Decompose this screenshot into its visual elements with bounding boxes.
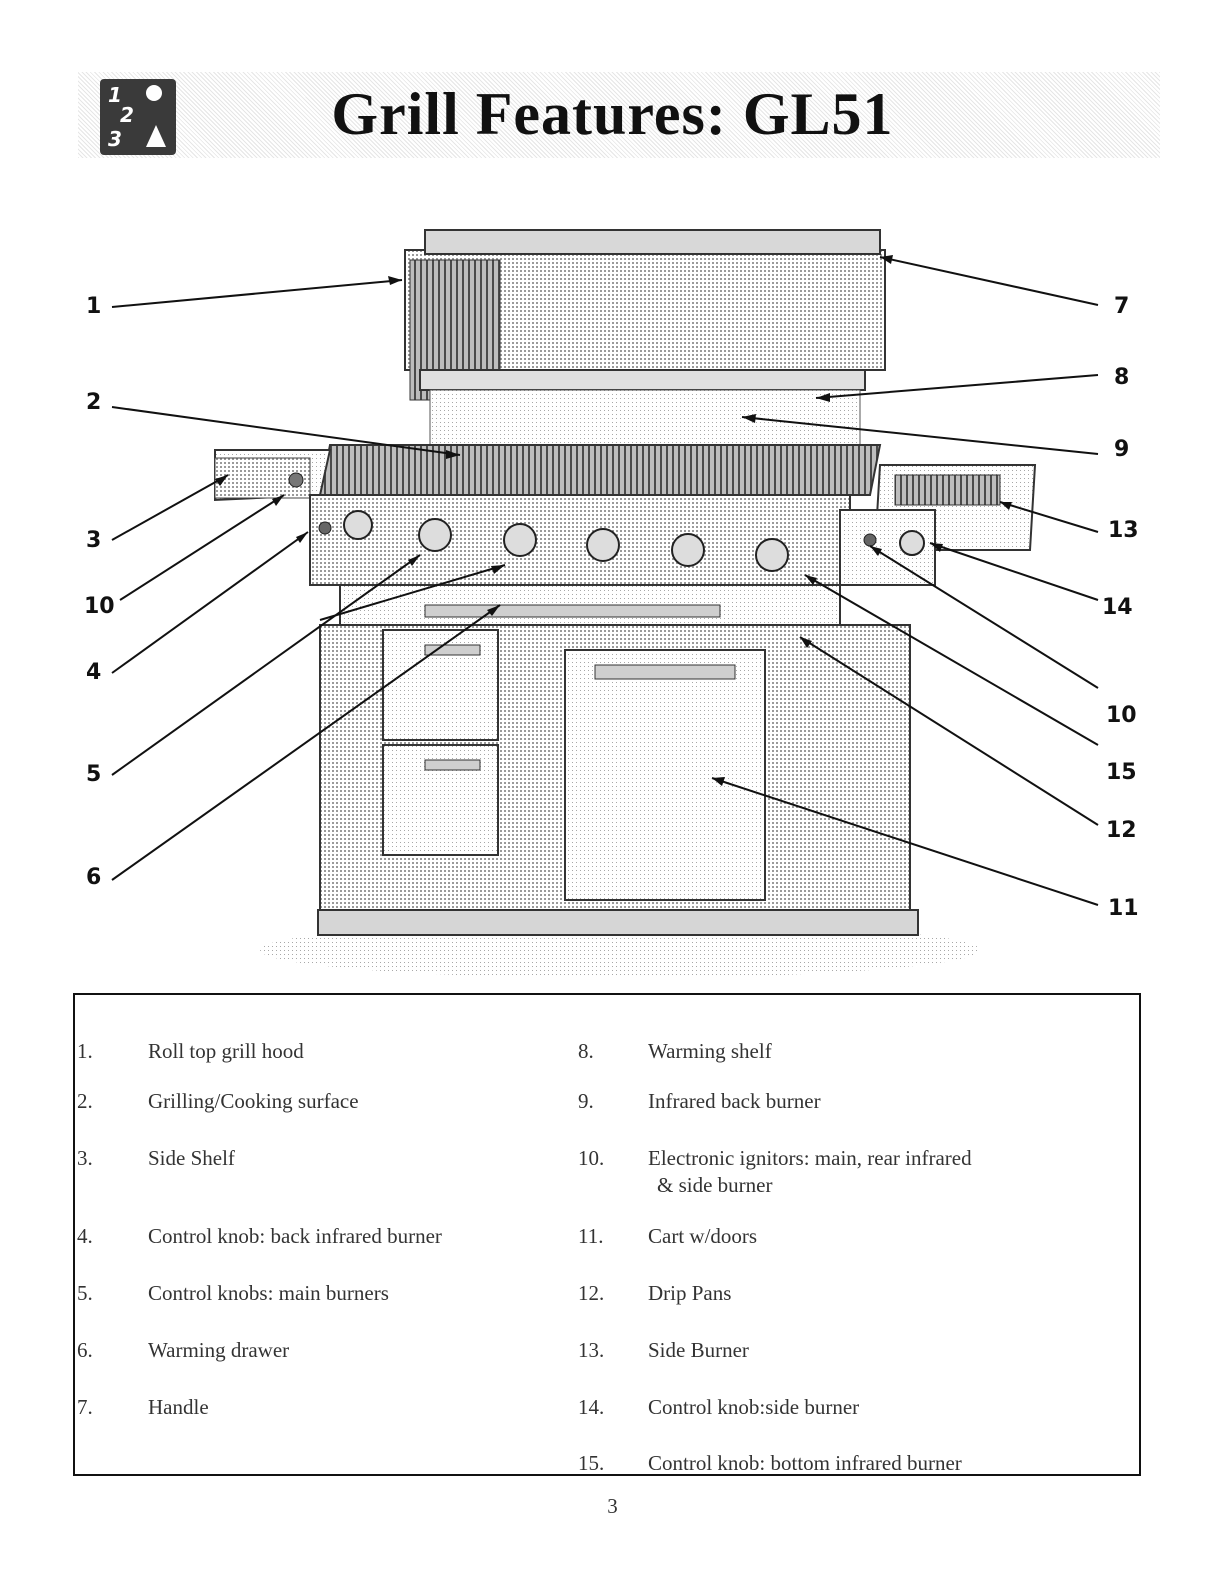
item-label: Control knobs: main burners — [148, 1281, 389, 1305]
item-label: Warming shelf — [648, 1039, 772, 1063]
item-number: 12. — [578, 1281, 605, 1305]
callout-2: 2 — [86, 390, 102, 415]
item-number: 5. — [77, 1281, 93, 1305]
item-number: 2. — [77, 1089, 93, 1113]
callout-7: 7 — [1114, 294, 1130, 319]
callout-8: 8 — [1114, 365, 1130, 390]
item-label: Electronic ignitors: main, rear infrared — [648, 1146, 972, 1170]
item-label: Control knob: bottom infrared burner — [648, 1451, 962, 1475]
item-label: Control knob:side burner — [648, 1395, 860, 1419]
item-number: 9. — [578, 1089, 594, 1113]
item-label: Warming drawer — [148, 1338, 290, 1362]
callout-13: 13 — [1108, 518, 1139, 543]
item-label: Roll top grill hood — [148, 1039, 304, 1063]
callout-6: 6 — [86, 865, 102, 890]
logo-person-shape — [146, 85, 162, 101]
item-label: Side Burner — [648, 1338, 749, 1362]
item-number: 14. — [578, 1395, 605, 1419]
callout-15: 15 — [1106, 760, 1137, 785]
page-number: 3 — [607, 1494, 618, 1518]
item-number: 15. — [578, 1451, 605, 1475]
item-label: Control knob: back infrared burner — [148, 1224, 442, 1248]
callout-9: 9 — [1114, 437, 1130, 462]
callout-11: 11 — [1108, 896, 1139, 921]
logo-digit-3: 3 — [108, 127, 122, 151]
item-number: 8. — [578, 1039, 594, 1063]
callout-1: 1 — [86, 294, 102, 319]
callout-14: 14 — [1102, 595, 1133, 620]
item-number: 4. — [77, 1224, 93, 1248]
item-label: Handle — [148, 1395, 209, 1419]
callout-10-right: 10 — [1106, 703, 1137, 728]
grill-illustration: 1 2 3 10 4 5 6 7 8 9 13 14 10 15 12 11 — [0, 210, 1225, 990]
page-title: Grill Features: GL51 — [331, 81, 894, 147]
steps-logo-icon: 1 2 3 — [100, 79, 176, 155]
item-number: 7. — [77, 1395, 93, 1419]
item-number: 10. — [578, 1146, 605, 1170]
grill-drawing — [111, 229, 1099, 978]
item-label: Side Shelf — [148, 1146, 235, 1170]
item-number: 3. — [77, 1146, 93, 1170]
item-label: Grilling/Cooking surface — [148, 1089, 359, 1113]
item-number: 13. — [578, 1338, 605, 1362]
callout-10-left: 10 — [84, 594, 115, 619]
item-label: Infrared back burner — [648, 1089, 821, 1113]
logo-digit-1: 1 — [108, 83, 122, 107]
parts-list-box: 1. Roll top grill hood 2. Grilling/Cooki… — [73, 993, 1141, 1476]
item-number: 6. — [77, 1338, 93, 1362]
item-number: 11. — [578, 1224, 604, 1248]
callout-12: 12 — [1106, 818, 1137, 843]
header-band — [78, 72, 1160, 158]
callout-5: 5 — [86, 762, 102, 787]
logo-digit-2: 2 — [120, 103, 134, 127]
logo-triangle-shape — [146, 125, 166, 147]
item-label: Cart w/doors — [648, 1224, 758, 1248]
item-label: Drip Pans — [648, 1281, 732, 1305]
callout-4: 4 — [86, 660, 102, 685]
item-label-continued: & side burner — [657, 1173, 773, 1197]
item-number: 1. — [77, 1039, 93, 1063]
callout-3: 3 — [86, 528, 102, 553]
